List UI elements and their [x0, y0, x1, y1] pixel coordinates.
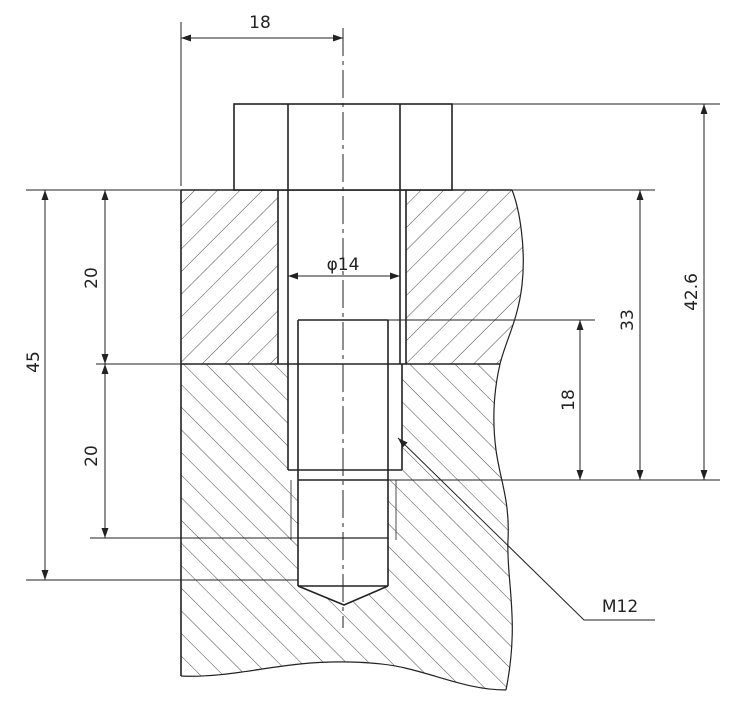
label-top-plate: 20	[82, 267, 102, 289]
label-hole-diameter: φ14	[327, 255, 360, 275]
break-line	[493, 189, 524, 691]
bottom-break-line	[180, 661, 507, 691]
label-overall-height: 42.6	[682, 273, 702, 311]
label-hole-depth: 33	[618, 309, 638, 331]
base-part-section	[181, 364, 513, 690]
extension-lines	[26, 22, 720, 581]
label-thread-callout: M12	[602, 597, 638, 617]
dimension-labels: 18 φ14 45 20 20 18 33 42.6 M12	[24, 13, 702, 617]
dimension-lines	[41, 34, 708, 621]
label-total-depth: 45	[24, 351, 44, 373]
top-plate-left-section	[181, 190, 278, 364]
label-lower-dim: 20	[82, 445, 102, 467]
top-plate-right-section	[406, 190, 524, 364]
label-thread-length: 18	[559, 389, 579, 411]
thread-leader	[397, 437, 655, 621]
label-head-width: 18	[249, 13, 271, 33]
